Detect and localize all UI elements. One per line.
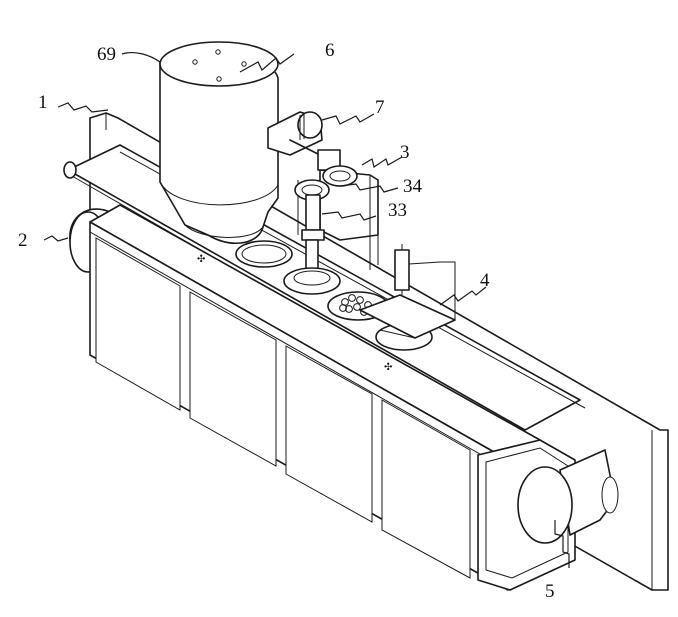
label-right-roller: 5 <box>545 581 555 602</box>
motor <box>267 111 331 161</box>
label-bracket: 3 <box>400 142 410 163</box>
part-labels: 69 1 6 7 3 34 33 2 4 5 <box>18 40 555 602</box>
label-gear: 34 <box>403 176 423 197</box>
press-plate <box>359 244 456 339</box>
cabinet-body: ✣ ✣ <box>89 204 576 591</box>
label-left-roller: 2 <box>18 230 28 251</box>
cabinet-panel <box>285 345 373 523</box>
cabinet-panel <box>189 291 277 467</box>
label-hopper-outlet: 69 <box>97 44 116 65</box>
bracket <box>297 169 379 270</box>
label-press-plate: 4 <box>480 270 490 291</box>
cabinet-panel <box>95 237 181 411</box>
right-roller <box>517 449 619 544</box>
label-hopper: 6 <box>325 40 335 61</box>
svg-text:✣: ✣ <box>197 254 205 265</box>
cabinet-panel <box>381 399 471 579</box>
mold-base <box>283 267 341 295</box>
label-frame: 1 <box>38 92 48 113</box>
label-motor: 7 <box>375 97 385 118</box>
hopper <box>159 41 279 245</box>
label-shaft: 33 <box>388 200 407 221</box>
shaft <box>301 194 325 273</box>
leader-lines <box>43 51 570 568</box>
svg-text:✣: ✣ <box>384 362 392 373</box>
